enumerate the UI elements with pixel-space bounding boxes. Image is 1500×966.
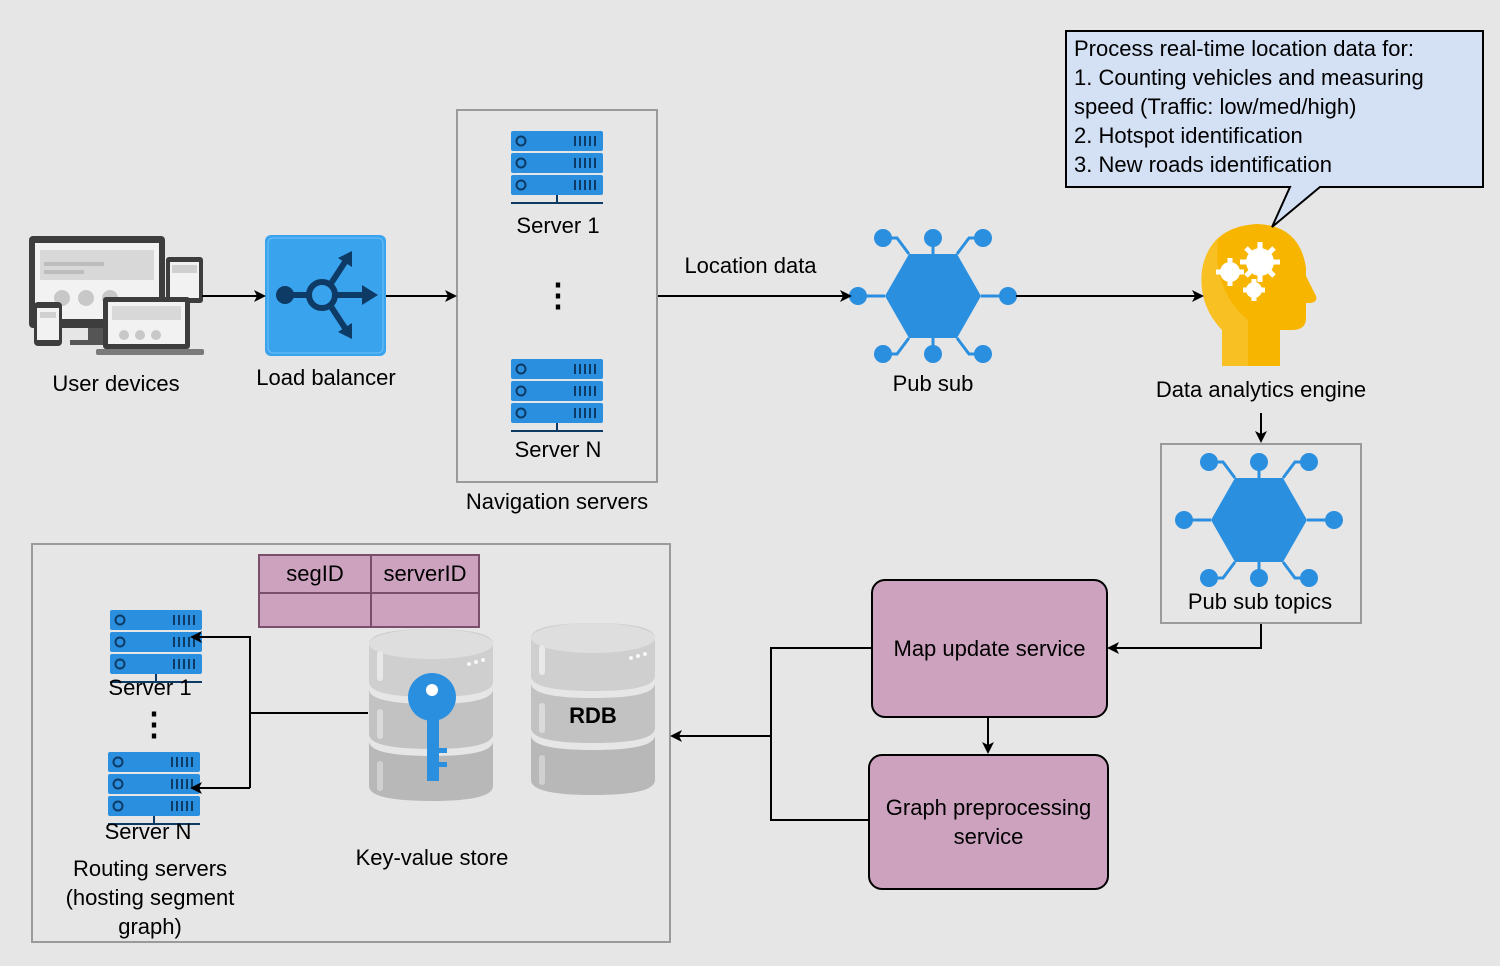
routing-storage-group xyxy=(31,543,671,943)
server-rack-icon xyxy=(510,358,604,432)
brain-gears-icon xyxy=(1201,224,1317,366)
table-row: segID serverID xyxy=(258,554,480,594)
graph-preprocessing-label-line2: service xyxy=(953,824,1024,849)
callout-line: 2. Hotspot identification xyxy=(1074,123,1303,148)
connectors xyxy=(190,290,1267,821)
pub-sub-label: Pub sub xyxy=(892,371,974,396)
devices-icon xyxy=(29,236,204,355)
nav-server-1-label: Server 1 xyxy=(516,213,600,238)
routing-servers-label-line: (hosting segment xyxy=(65,885,235,910)
kv-mapping-table: segID serverID xyxy=(258,554,480,628)
graph-preprocessing-label-line1: Graph preprocessing xyxy=(885,795,1092,820)
route-server-1-label: Server 1 xyxy=(108,675,192,700)
map-update-service: Map update service xyxy=(871,579,1108,718)
callout-line: Process real-time location data for: xyxy=(1074,36,1414,61)
pubsub-hexagon-icon xyxy=(847,227,1019,365)
navigation-servers-group xyxy=(456,109,658,483)
server-rack-icon xyxy=(109,609,203,683)
table-header-serverid: serverID xyxy=(370,554,480,594)
location-data-label: Location data xyxy=(684,253,817,278)
rdb-label: RDB xyxy=(569,703,617,728)
key-icon xyxy=(408,673,456,781)
map-update-service-label: Map update service xyxy=(893,636,1086,661)
pub-sub-topics-group xyxy=(1160,443,1362,624)
routing-servers-label-line: Routing servers xyxy=(72,856,228,881)
routing-servers-label-line: graph) xyxy=(118,914,182,939)
pub-sub-topics-label: Pub sub topics xyxy=(1187,589,1333,614)
callout-line: 1. Counting vehicles and measuring xyxy=(1074,65,1424,90)
table-cell xyxy=(258,592,372,628)
callout-line: speed (Traffic: low/med/high) xyxy=(1074,94,1357,119)
routing-servers-label: Routing servers (hosting segment graph) xyxy=(45,854,255,941)
navigation-servers-label: Navigation servers xyxy=(465,489,649,514)
route-servers-ellipsis: ⋮ xyxy=(138,706,170,742)
server-rack-icon xyxy=(107,751,201,825)
callout-text: Process real-time location data for: 1. … xyxy=(1074,34,1424,179)
table-header-segid: segID xyxy=(258,554,372,594)
pubsub-hexagon-icon xyxy=(1173,451,1345,589)
server-rack-icon xyxy=(510,130,604,204)
load-balancer-icon xyxy=(265,235,386,356)
table-cell xyxy=(370,592,480,628)
key-value-store-label: Key-value store xyxy=(355,845,509,870)
table-row xyxy=(258,592,480,628)
callout-line: 3. New roads identification xyxy=(1074,152,1333,177)
user-devices-label: User devices xyxy=(52,371,180,396)
data-analytics-engine-label: Data analytics engine xyxy=(1155,377,1367,402)
load-balancer-label: Load balancer xyxy=(256,365,396,390)
nav-servers-ellipsis: ⋮ xyxy=(542,277,574,313)
callout-bubble xyxy=(1065,30,1484,228)
graph-preprocessing-service: Graph preprocessing service xyxy=(868,754,1109,890)
route-server-n-label: Server N xyxy=(104,819,192,844)
nav-server-n-label: Server N xyxy=(514,437,602,462)
